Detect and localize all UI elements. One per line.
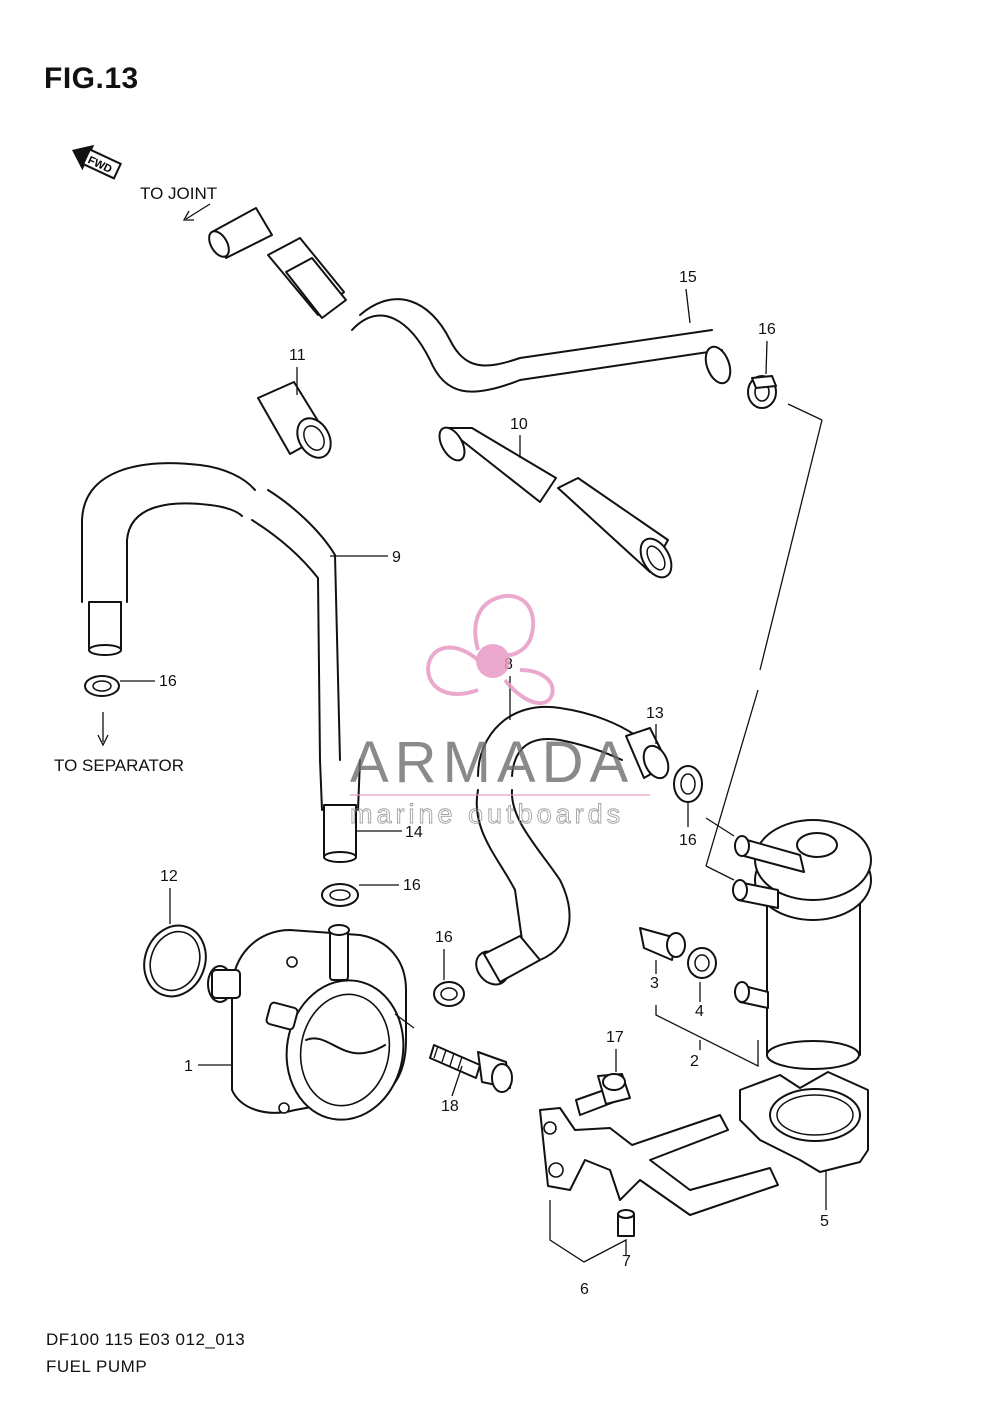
diagram-code: DF100 115 E03 012_013 <box>46 1330 246 1349</box>
watermark-brand: ARMADA <box>350 730 634 795</box>
callout-16-left: 16 <box>159 673 177 690</box>
callout-5: 5 <box>820 1213 829 1230</box>
callout-17: 17 <box>606 1029 624 1046</box>
part-1-fuel-pump: 1 <box>184 924 407 1121</box>
propeller-logo-icon <box>425 593 555 706</box>
callout-16-mid: 16 <box>403 877 421 894</box>
part-16-clamp-right: 16 <box>673 765 703 849</box>
to-joint-arrow-icon <box>182 203 211 221</box>
left-u-hose <box>81 462 256 656</box>
figure-title: FIG.13 <box>44 62 139 95</box>
diagram-name: FUEL PUMP <box>46 1357 148 1376</box>
part-9-hose: 9 14 <box>251 489 423 863</box>
part-2-fuel-filter: 2 <box>655 819 872 1070</box>
callout-6: 6 <box>580 1281 589 1298</box>
part-6-bracket: 6 <box>539 1107 779 1298</box>
callout-10: 10 <box>510 416 528 433</box>
callout-15: 15 <box>679 269 697 286</box>
callout-11: 11 <box>289 347 306 364</box>
callout-14: 14 <box>405 824 423 841</box>
callout-13: 13 <box>646 705 664 722</box>
callout-7: 7 <box>622 1253 631 1270</box>
part-16-clamp-upper: 16 <box>747 321 777 409</box>
part-7-spacer: 7 <box>617 1209 635 1270</box>
part-17-bolt: 17 <box>575 1029 631 1116</box>
callout-16-lower: 16 <box>435 929 453 946</box>
part-15-hose: 15 <box>208 207 732 393</box>
part-13-hose-end: 13 <box>625 705 670 780</box>
part-10-hose: 10 <box>438 416 673 579</box>
callout-3: 3 <box>650 975 659 992</box>
callout-12: 12 <box>160 868 178 885</box>
part-16-clamp-lower: 16 <box>433 929 465 1007</box>
watermark: ARMADA marine outboards <box>350 593 650 829</box>
routing-lines <box>705 403 823 881</box>
part-12-o-ring: 12 <box>143 868 207 998</box>
callout-9: 9 <box>392 549 401 566</box>
part-4-clamp: 4 <box>687 947 717 1020</box>
part-16-clamp-mid: 16 <box>321 877 421 907</box>
callout-16-upper: 16 <box>758 321 776 338</box>
part-5-bracket: 5 <box>739 1071 869 1230</box>
callout-18: 18 <box>441 1098 459 1115</box>
callout-2: 2 <box>690 1053 699 1070</box>
to-joint-label: TO JOINT <box>140 184 217 203</box>
to-separator-label: TO SEPARATOR <box>54 756 184 775</box>
part-11-hose: 11 <box>257 347 332 459</box>
callout-1: 1 <box>184 1058 193 1075</box>
callout-4: 4 <box>695 1003 704 1020</box>
watermark-tagline: marine outboards <box>350 799 624 829</box>
fwd-arrow-icon: FWD <box>72 144 123 180</box>
callout-16-right: 16 <box>679 832 697 849</box>
part-3-hose-joint: 3 <box>639 927 686 992</box>
part-18-bolt: 18 <box>394 1013 513 1115</box>
part-16-clamp-left: 16 <box>84 673 177 747</box>
